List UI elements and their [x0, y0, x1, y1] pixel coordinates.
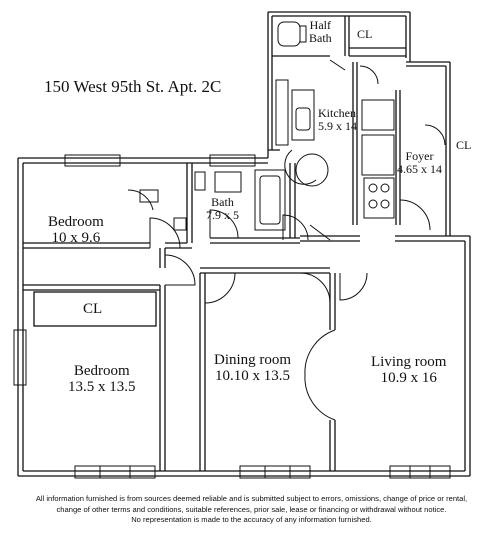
small-bedroom-dims: 10 x 9.6 [51, 229, 101, 246]
disclaimer: All information furnished is from source… [0, 494, 503, 526]
apartment-title: 150 West 95th St. Apt. 2C [44, 77, 222, 96]
half-bath-line2: Bath [309, 30, 332, 45]
living-room-dims: 10.9 x 16 [380, 369, 437, 386]
kitchen-name: Kitchen [318, 106, 356, 120]
large-bedroom-name: Bedroom [73, 363, 130, 379]
small-bedroom-name: Bedroom [48, 214, 104, 230]
large-bedroom-label: Bedroom 13.5 x 13.5 [68, 363, 136, 396]
bath-dims: 7.9 x 5 [206, 207, 239, 222]
interior-walls [23, 16, 406, 471]
half-bath-label: Half Bath [309, 19, 332, 44]
fixtures [139, 21, 395, 231]
kitchen-label: Kitchen 5.9 x 14 [318, 107, 357, 132]
disclaimer-line-3: No representation is made to the accurac… [131, 515, 372, 524]
dining-room-dims: 10.10 x 13.5 [215, 367, 291, 384]
dining-room-name: Dining room [214, 352, 292, 368]
door-swings [127, 59, 446, 421]
foyer-dims: 4.65 x 14 [397, 161, 442, 176]
disclaimer-line-2: change of other terms and conditions, su… [56, 504, 447, 514]
bath-name: Bath [211, 195, 234, 209]
half-bath-closet-label: CL [357, 27, 373, 41]
small-bedroom-label: Bedroom 10 x 9.6 [48, 214, 104, 247]
bath-label: Bath 7.9 x 5 [206, 196, 239, 221]
living-room-name: Living room [371, 354, 447, 370]
exterior-walls [17, 11, 471, 477]
foyer-label: Foyer 4.65 x 14 [397, 150, 442, 175]
dining-room-label: Dining room 10.10 x 13.5 [214, 352, 292, 385]
living-room-label: Living room 10.9 x 16 [371, 354, 447, 387]
foyer-closet-label: CL [456, 138, 472, 152]
disclaimer-line-1: All information furnished is from source… [35, 494, 468, 503]
bedroom-closet-label: CL [83, 301, 103, 317]
windows [13, 79, 451, 479]
half-bath-line1: Half [309, 18, 331, 32]
foyer-name: Foyer [405, 149, 434, 163]
large-bedroom-dims: 13.5 x 13.5 [68, 378, 136, 395]
kitchen-dims: 5.9 x 14 [318, 118, 357, 133]
